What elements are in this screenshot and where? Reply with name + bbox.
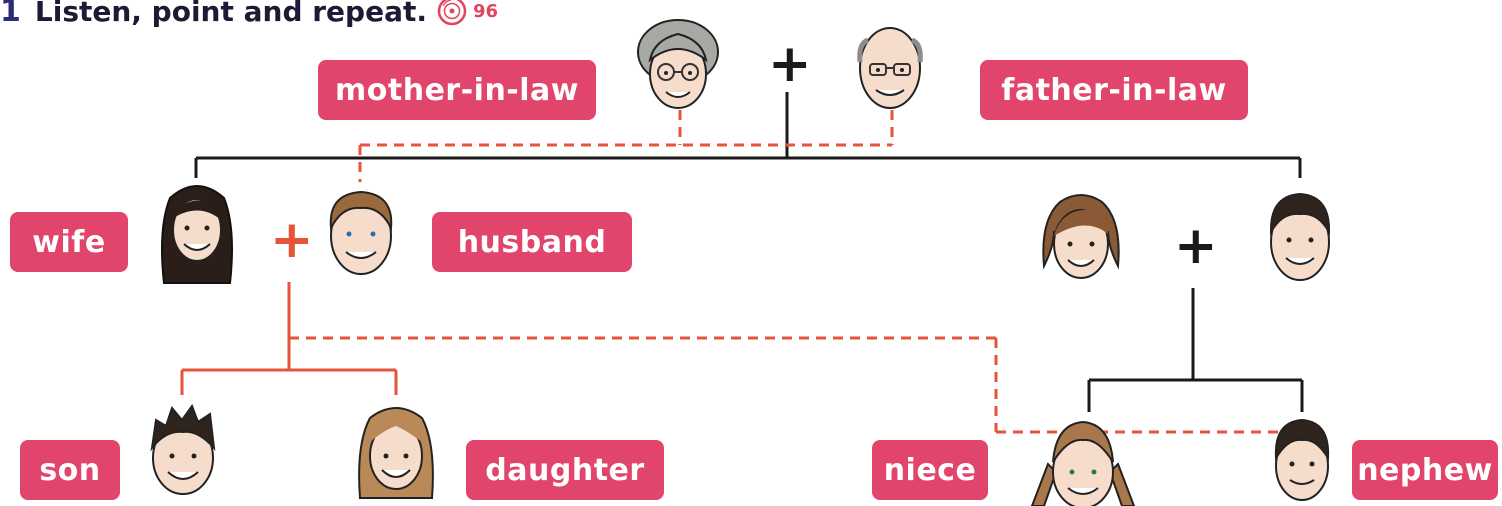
mother-in-law-face-icon <box>637 19 719 109</box>
label-niece: niece <box>872 440 988 500</box>
daughter-face-icon <box>358 407 434 499</box>
label-nephew: nephew <box>1352 440 1498 500</box>
aunt-uncle-plus: + <box>1174 216 1218 276</box>
label-son: son <box>20 440 120 500</box>
cd-audio-icon[interactable] <box>437 0 467 26</box>
father-in-law-face-icon <box>857 27 923 109</box>
track-number: 96 <box>472 0 499 22</box>
label-daughter: daughter <box>466 440 664 500</box>
exercise-instruction: Listen, point and repeat. <box>34 0 427 28</box>
aunt-face-icon <box>1042 194 1120 279</box>
niece-face-icon <box>1030 420 1136 506</box>
label-husband: husband <box>432 212 632 272</box>
husband-face-icon <box>329 190 393 275</box>
label-mother-in-law: mother-in-law <box>318 60 596 120</box>
uncle-face-icon <box>1269 192 1331 281</box>
grandparents-plus: + <box>768 34 812 94</box>
exercise-heading: 1 Listen, point and repeat. 96 <box>0 0 499 29</box>
wife-face-icon <box>161 185 233 284</box>
exercise-number: 1 <box>0 0 21 29</box>
label-wife: wife <box>10 212 128 272</box>
nephew-face-icon <box>1274 418 1330 501</box>
parents-plus: + <box>270 210 314 270</box>
label-father-in-law: father-in-law <box>980 60 1248 120</box>
son-face-icon <box>150 403 216 495</box>
